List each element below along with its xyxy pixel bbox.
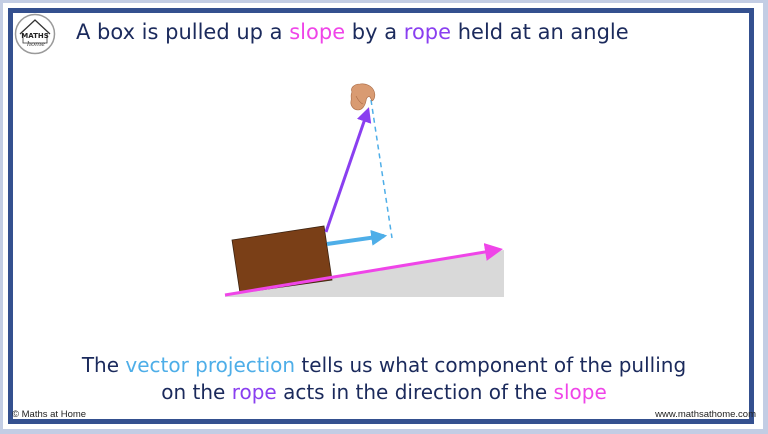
projection-arrow: [326, 229, 388, 246]
caption-text: tells us what component of the pulling: [295, 353, 687, 377]
slide-title: A box is pulled up a slope by a rope hel…: [76, 20, 629, 44]
caption-text: acts in the direction of the: [276, 380, 554, 404]
maths-at-home-logo: MATHS home: [14, 13, 56, 55]
slide-frame: [8, 8, 754, 424]
title-text: A box is pulled up a: [76, 20, 290, 44]
title-text: held at an angle: [451, 20, 629, 44]
hand-icon: [350, 83, 376, 111]
caption-slope-word: slope: [553, 380, 607, 404]
svg-text:MATHS: MATHS: [21, 32, 49, 40]
title-slope-word: slope: [289, 20, 346, 44]
caption-rope-word: rope: [231, 380, 277, 404]
caption-line-2: on the rope acts in the direction of the…: [0, 379, 768, 406]
copyright-text: © Maths at Home: [12, 409, 87, 420]
caption-text: The: [81, 353, 126, 377]
svg-text:home: home: [27, 40, 45, 48]
caption-line-1: The vector projection tells us what comp…: [0, 352, 768, 379]
box: [231, 225, 333, 294]
caption-text: on the: [161, 380, 232, 404]
title-rope-word: rope: [403, 20, 452, 44]
rope-arrow: [324, 107, 372, 233]
slope-arrow: [224, 243, 503, 297]
website-link[interactable]: www.mathsathome.com: [655, 409, 756, 420]
title-text: by a: [345, 20, 404, 44]
caption-vector-projection: vector projection: [125, 353, 296, 377]
dashed-perpendicular: [370, 99, 393, 239]
